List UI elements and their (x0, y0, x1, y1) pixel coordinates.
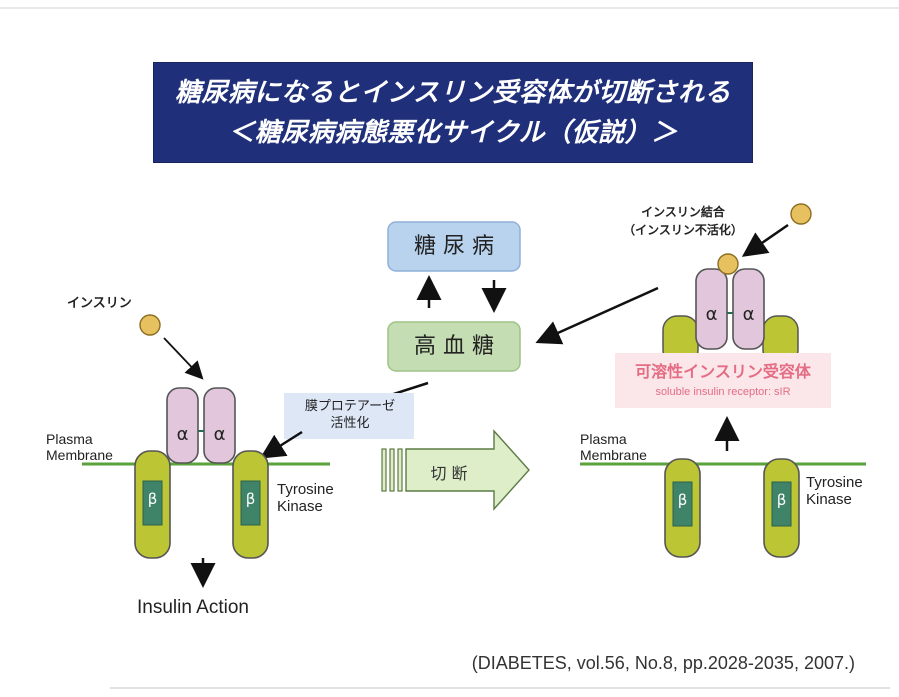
protease-label-line1: 膜プロテアーゼ (304, 399, 396, 414)
left-alpha-subunit-1 (166, 387, 199, 464)
left-plasma-line1: Plasma (46, 431, 93, 447)
title-banner: 糖尿病になるとインスリン受容体が切断される ＜糖尿病病態悪化サイクル（仮説）＞ (153, 62, 753, 163)
right-receptor (580, 203, 866, 558)
right-tyrosine-kinase-label: Tyrosine Kinase (806, 474, 863, 508)
title-main: 糖尿病になるとインスリン受容体が切断される (175, 78, 731, 108)
arrow-protease-to-receptor (259, 430, 303, 459)
left-insulin-arrow (163, 337, 204, 380)
free-insulin-molecule (790, 203, 812, 225)
left-insulin-label: インスリン (67, 296, 132, 311)
right-plasma-membrane-label: Plasma Membrane (580, 431, 647, 463)
left-kinase-line2: Kinase (277, 498, 323, 515)
protease-label-line2: 活性化 (330, 416, 370, 431)
soluble-receptor-label: 可溶性インスリン受容体 (635, 362, 811, 381)
bound-insulin-molecule (717, 253, 739, 275)
insulin-binding-line1: インスリン結合 (641, 205, 725, 219)
arrow-sir-to-hyperglycemia (535, 286, 659, 345)
hyperglycemia-box (387, 321, 521, 372)
insulin-binding-line2: （インスリン不活化） (623, 223, 743, 237)
left-tyrosine-kinase-label: Tyrosine Kinase (277, 481, 334, 515)
right-beta-inner-1 (672, 481, 693, 527)
soluble-receptor-label-box (615, 353, 831, 408)
insulin-binding-arrow (741, 223, 789, 257)
insulin-binding-label: インスリン結合 （インスリン不活化） (619, 203, 747, 239)
protease-label: 膜プロテアーゼ 活性化 (292, 398, 408, 432)
right-kinase-line2: Kinase (806, 491, 852, 508)
left-alpha-symbol-2: α (213, 424, 226, 445)
right-kinase-line1: Tyrosine (806, 474, 863, 491)
left-beta-inner-1 (142, 480, 163, 526)
left-beta-symbol-2: β (245, 490, 256, 508)
right-beta-inner-2 (771, 481, 792, 527)
insulin-action-label: Insulin Action (137, 597, 249, 618)
cleavage-arrow (381, 429, 530, 511)
left-plasma-line2: Membrane (46, 447, 113, 463)
cleavage-label: 切 断 (430, 464, 468, 483)
left-receptor (82, 314, 330, 588)
left-insulin-molecule (139, 314, 161, 336)
right-beta-symbol-2: β (776, 491, 787, 509)
right-alpha-symbol-1: α (705, 304, 718, 325)
hyperglycemia-label: 高 血 糖 (414, 334, 494, 359)
left-alpha-subunit-2 (203, 387, 236, 464)
right-beta-symbol-1: β (677, 491, 688, 509)
right-plasma-line1: Plasma (580, 431, 627, 447)
left-beta-symbol-1: β (147, 490, 158, 508)
diabetes-box (387, 221, 521, 272)
soluble-receptor-sublabel: soluble insulin receptor: sIR (655, 386, 791, 398)
citation: (DIABETES, vol.56, No.8, pp.2028-2035, 2… (471, 653, 855, 673)
right-alpha-symbol-2: α (742, 304, 755, 325)
right-alpha-subunit-2 (732, 268, 765, 350)
diabetes-label: 糖 尿 病 (414, 234, 494, 259)
right-alpha-subunit-1 (695, 268, 728, 350)
protease-box (284, 393, 414, 439)
title-subtitle: ＜糖尿病病態悪化サイクル（仮説）＞ (228, 118, 678, 148)
left-plasma-membrane-label: Plasma Membrane (46, 431, 113, 463)
right-plasma-line2: Membrane (580, 447, 647, 463)
left-alpha-symbol-1: α (176, 424, 189, 445)
left-beta-inner-2 (240, 480, 261, 526)
left-kinase-line1: Tyrosine (277, 481, 334, 498)
